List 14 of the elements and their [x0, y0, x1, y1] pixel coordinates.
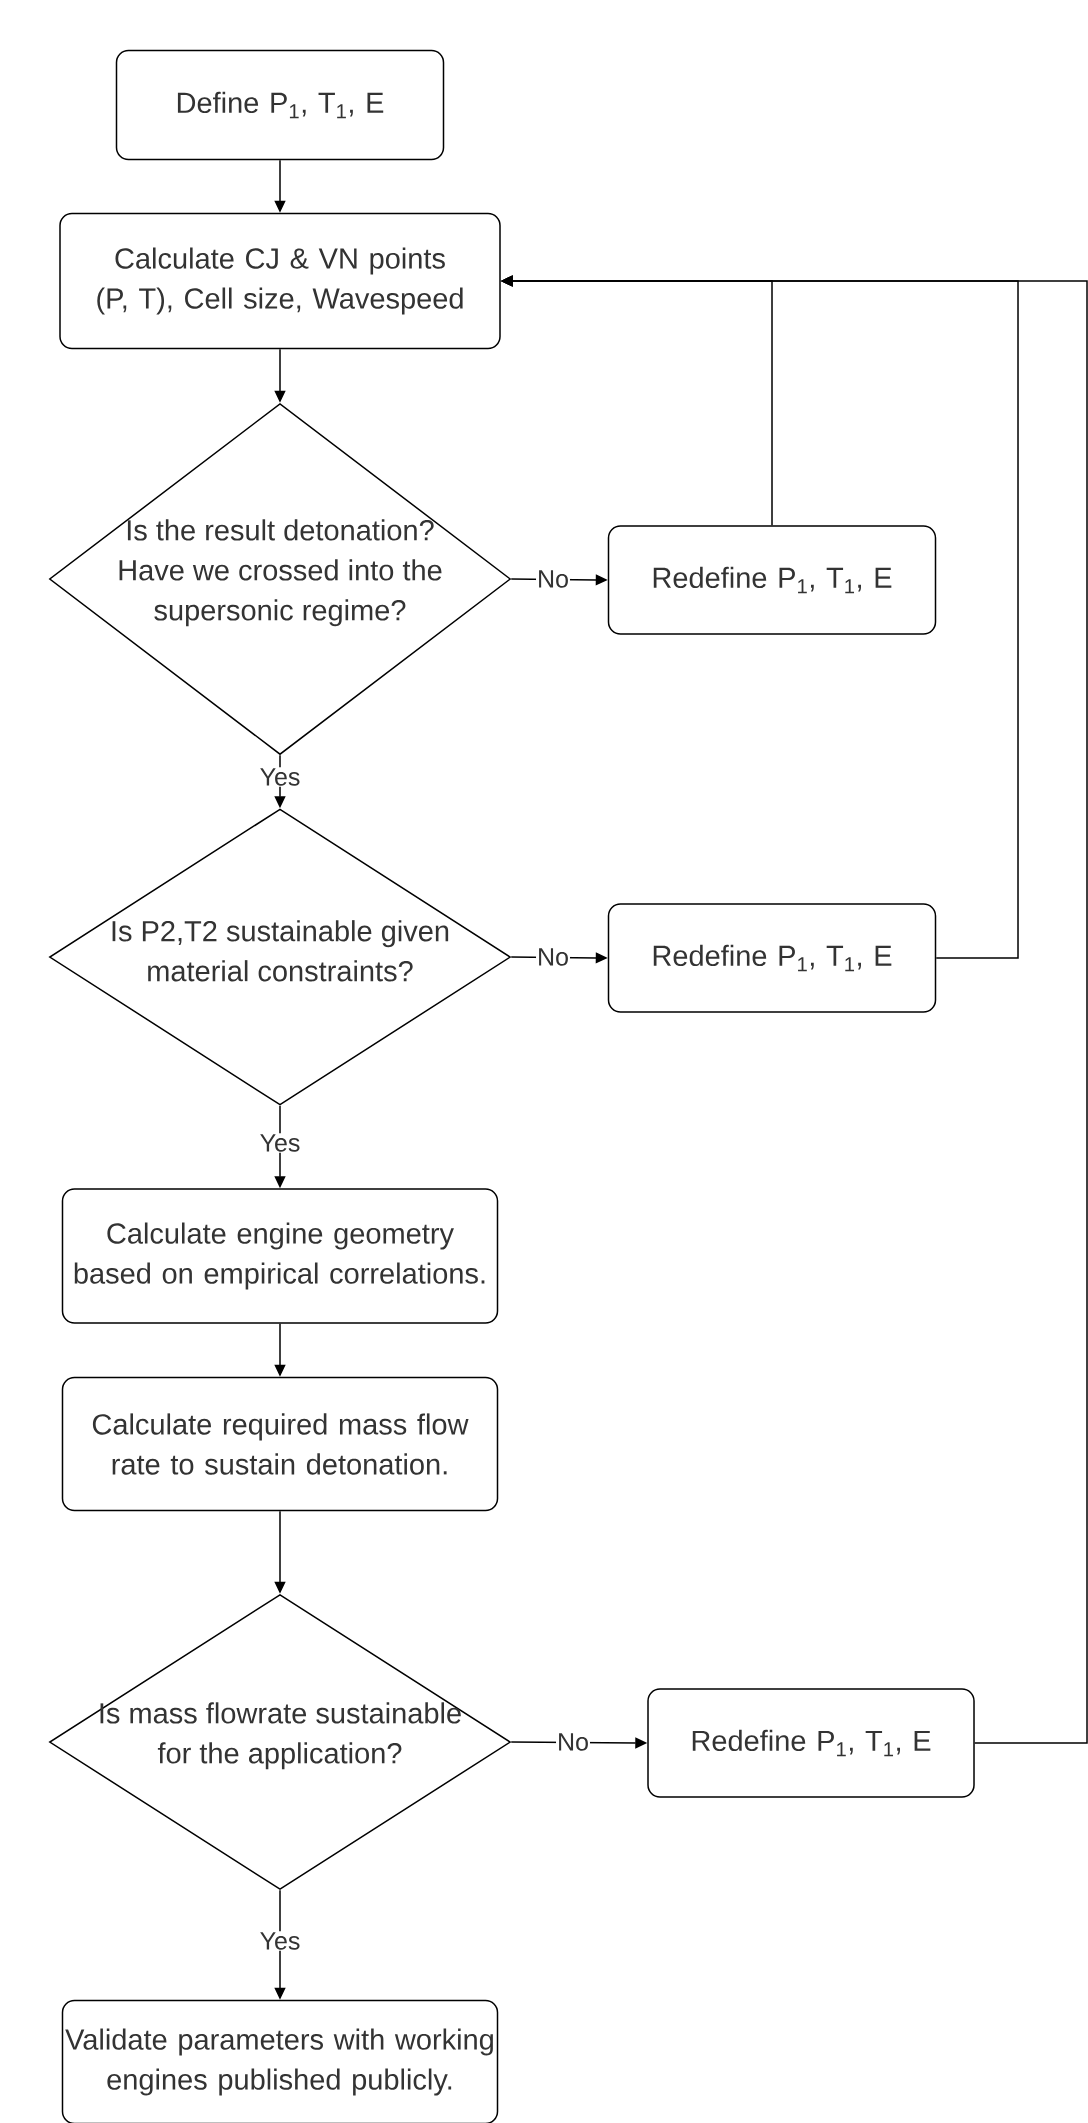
edge-label: Yes	[258, 1931, 302, 1951]
edge-label: Yes	[258, 767, 302, 787]
process-box: Redefine P$_{1}$, T$_{1}$, E	[647, 1688, 975, 1798]
edge-label: No	[556, 1732, 590, 1752]
process-box: Define P$_{1}$, T$_{1}$, E	[115, 49, 445, 161]
process-box: Validate parameters with working engines published publicly.	[61, 1999, 499, 2123]
edge-label: No	[536, 947, 570, 967]
edge-label: Yes	[258, 1133, 302, 1153]
process-box: Calculate engine geometry based on empirical correlations.	[61, 1188, 499, 1324]
process-box: Redefine P$_{1}$, T$_{1}$, E	[607, 903, 937, 1013]
process-box: Calculate required mass flow rate to sustain detonation.	[61, 1376, 499, 1512]
process-box: Calculate CJ & VN points (P, T), Cell size, Wavespeed	[59, 212, 501, 350]
edge-label: No	[536, 569, 570, 589]
process-box: Redefine P$_{1}$, T$_{1}$, E	[607, 525, 937, 635]
